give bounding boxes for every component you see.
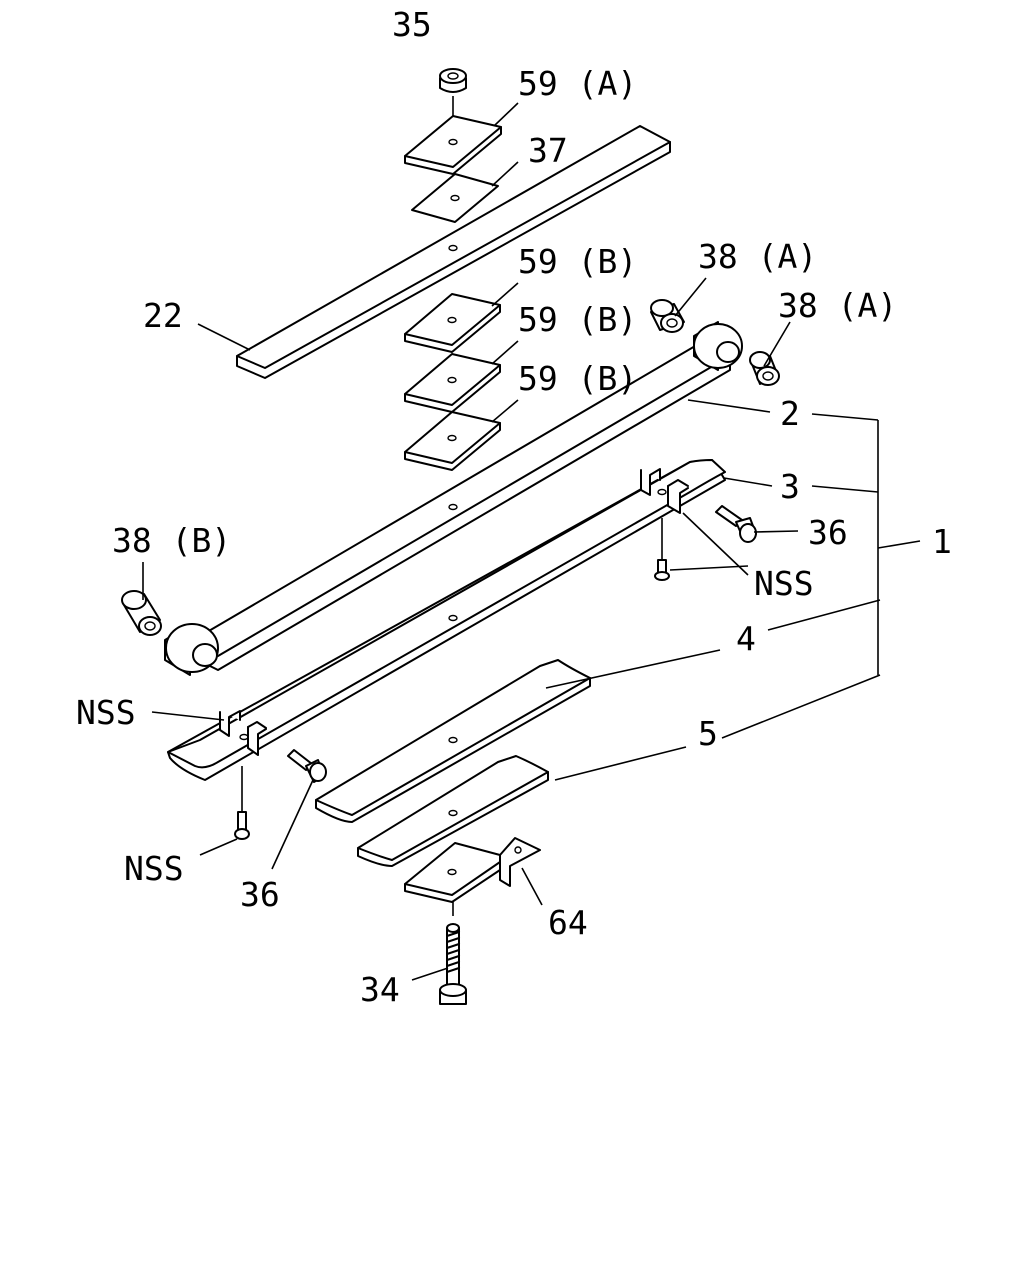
callout-36-left: 36 [240, 875, 280, 914]
callout-37: 37 [528, 131, 568, 170]
bolt-34 [439, 902, 467, 1005]
callout-64: 64 [548, 903, 588, 942]
leaf-22 [236, 125, 671, 379]
bolt-36-left [287, 749, 327, 783]
plate-59a [404, 115, 502, 175]
callout-38a-1: 38 (A) [698, 237, 817, 276]
rivet-nss-right [654, 518, 670, 581]
rivet-nss-left [234, 766, 250, 840]
bushing-38b [121, 590, 162, 636]
bolt-36-right [715, 505, 757, 543]
callout-38b: 38 (B) [112, 521, 231, 560]
callout-59b-3: 59 (B) [518, 359, 637, 398]
callout-35: 35 [392, 5, 432, 44]
callout-22: 22 [143, 296, 183, 335]
plate-37 [411, 173, 499, 223]
callout-1: 1 [932, 522, 952, 561]
callout-5: 5 [698, 714, 718, 753]
plate-59b-1 [404, 293, 501, 353]
leaf-5 [357, 755, 549, 867]
plate-59b-3 [404, 411, 501, 471]
callout-labels: 35 59 (A) 37 22 59 (B) 59 (B) 59 (B) 38 … [76, 5, 952, 1009]
nut-35 [439, 68, 467, 140]
leaf-3 [167, 459, 726, 781]
callout-2: 2 [780, 394, 800, 433]
bracket-64 [404, 837, 541, 903]
callout-3: 3 [780, 467, 800, 506]
callout-38a-2: 38 (A) [778, 286, 897, 325]
callout-34: 34 [360, 970, 400, 1009]
callout-nss-left-top: NSS [76, 693, 136, 732]
callout-36-right: 36 [808, 513, 848, 552]
callout-4: 4 [736, 619, 756, 658]
callout-nss-right: NSS [754, 564, 814, 603]
plate-59b-2 [404, 353, 501, 413]
callout-59b-1: 59 (B) [518, 242, 637, 281]
callout-59b-2: 59 (B) [518, 300, 637, 339]
leader-lines [142, 102, 921, 981]
bushing-38a-2 [749, 351, 780, 386]
main-leaf-2 [164, 321, 743, 676]
callout-nss-left-bottom: NSS [124, 849, 184, 888]
callout-59a: 59 (A) [518, 64, 637, 103]
bushing-38a-1 [650, 299, 685, 333]
